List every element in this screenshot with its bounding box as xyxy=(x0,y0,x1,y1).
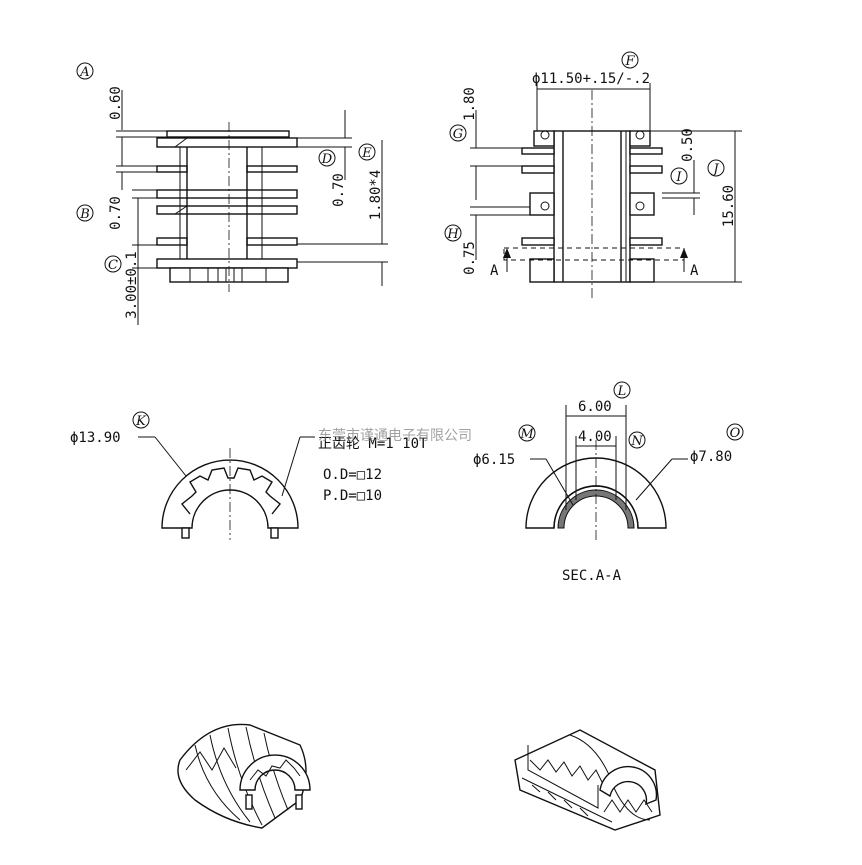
side-view-left xyxy=(116,90,388,325)
side-view-right xyxy=(470,83,742,300)
callout-b: B xyxy=(76,204,94,222)
isometric-view-gear-side xyxy=(177,723,311,829)
dim-e-180x4: 1.80*4 xyxy=(368,170,384,221)
section-mark-right: A xyxy=(690,263,699,279)
svg-text:N: N xyxy=(630,434,643,449)
dim-j-1560: 15.60 xyxy=(721,185,737,227)
callout-o: O xyxy=(726,423,744,441)
dim-l-400: 4.00 xyxy=(578,429,612,445)
svg-text:K: K xyxy=(135,414,147,429)
dim-b-070: 0.70 xyxy=(108,196,124,230)
dim-i-050: 0.50 xyxy=(680,128,696,162)
svg-text:F: F xyxy=(624,54,635,69)
callout-d: D xyxy=(318,149,336,167)
gear-note-line3: P.D=□10 xyxy=(323,488,382,504)
svg-text:A: A xyxy=(79,65,89,80)
isometric-view-section xyxy=(514,729,661,831)
svg-text:I: I xyxy=(675,170,682,185)
section-a-a-view xyxy=(525,405,688,540)
dim-k-dia: ϕ13.90 xyxy=(70,430,121,446)
dim-l-600: 6.00 xyxy=(578,399,612,415)
dim-g-180: 1.80 xyxy=(462,87,478,121)
callout-m: M xyxy=(518,424,536,442)
svg-text:G: G xyxy=(453,127,463,142)
dim-o-dia: ϕ7.80 xyxy=(690,449,732,465)
callout-f: F xyxy=(621,51,639,69)
callout-c: C xyxy=(104,255,122,273)
svg-text:J: J xyxy=(710,162,719,177)
callout-a: A xyxy=(76,62,94,80)
svg-text:H: H xyxy=(446,227,459,242)
svg-text:M: M xyxy=(519,427,534,442)
dim-c-300: 3.00±0.1 xyxy=(124,251,140,318)
callout-h: H xyxy=(444,224,462,242)
svg-text:L: L xyxy=(617,384,627,399)
gear-end-view xyxy=(138,436,315,540)
callout-i: I xyxy=(670,167,688,185)
callout-g: G xyxy=(449,124,467,142)
dim-a-060: 0.60 xyxy=(108,86,124,120)
svg-text:B: B xyxy=(79,207,90,222)
gear-note-line2: O.D=□12 xyxy=(323,467,382,483)
dim-f-dia: ϕ11.50+.15/-.2 xyxy=(532,71,650,87)
svg-text:O: O xyxy=(730,426,741,441)
company-watermark: 东莞市谨通电子有限公司 xyxy=(318,427,472,444)
callout-n: N xyxy=(628,431,646,449)
svg-text:E: E xyxy=(361,146,372,161)
dim-m-dia: ϕ6.15 xyxy=(473,452,515,468)
dim-h-075: 0.75 xyxy=(462,241,478,275)
section-mark-left: A xyxy=(490,263,499,279)
callout-e: E xyxy=(358,143,376,161)
gear-note-line1: 正齿轮 M=1 10T xyxy=(318,436,428,452)
callout-j: J xyxy=(707,159,725,177)
svg-text:D: D xyxy=(321,152,333,167)
svg-text:C: C xyxy=(108,258,118,273)
callout-k: K xyxy=(132,411,150,429)
callout-l: L xyxy=(613,381,631,399)
section-title: SEC.A-A xyxy=(562,568,622,584)
dim-d-070: 0.70 xyxy=(331,173,347,207)
